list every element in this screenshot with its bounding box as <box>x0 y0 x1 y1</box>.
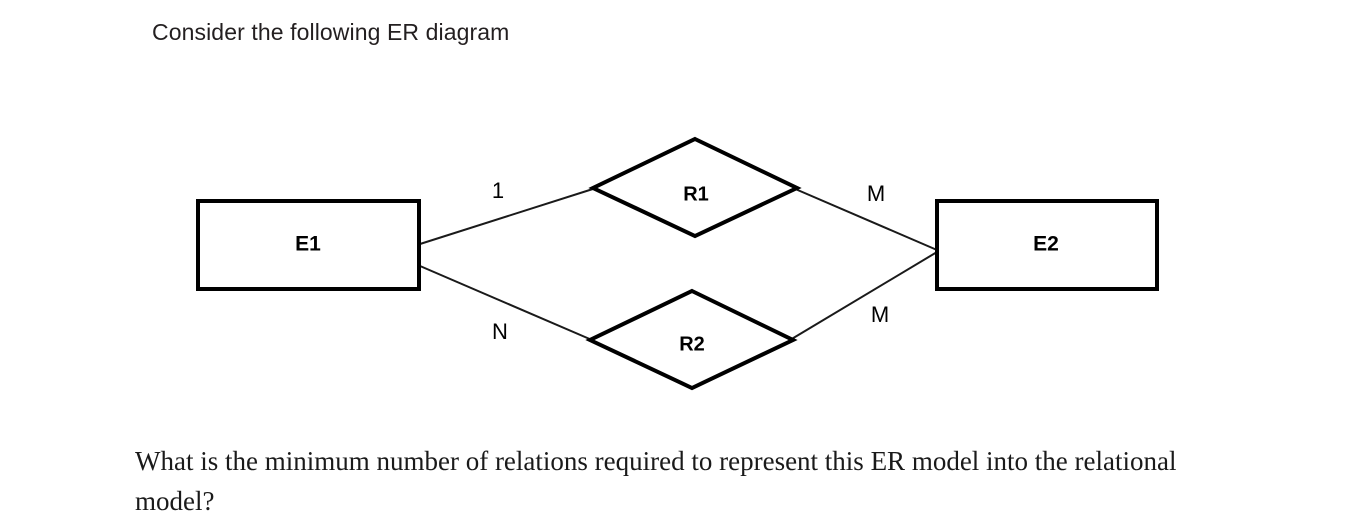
connector-r1-e2 <box>792 187 938 251</box>
relationship-r2[interactable]: R2 <box>585 288 798 391</box>
entity-e2[interactable]: E2 <box>935 199 1159 291</box>
cardinality-r1-e2: M <box>867 181 885 206</box>
relationship-r1-diamond <box>588 136 802 239</box>
connector-lines <box>419 187 938 341</box>
cardinality-r2-e2: M <box>871 302 889 327</box>
question-line-2: model? <box>135 486 215 516</box>
connector-e1-r2 <box>419 265 593 341</box>
page-title: Consider the following ER diagram <box>152 19 510 45</box>
question-block: What is the minimum number of relations … <box>135 441 1365 521</box>
entity-e1-box <box>196 199 421 291</box>
entity-e1-label: E1 <box>295 233 321 256</box>
connector-r2-e2 <box>789 251 938 341</box>
question-line-1: What is the minimum number of relations … <box>135 446 1177 476</box>
cardinality-e1-r2: N <box>492 319 508 344</box>
entity-e1[interactable]: E1 <box>196 199 421 291</box>
cardinality-e1-r1: 1 <box>492 178 504 203</box>
entity-e2-label: E2 <box>1033 233 1059 256</box>
relationship-r1-label: R1 <box>683 183 709 205</box>
cardinality-labels: 1 M N M <box>492 178 889 344</box>
er-diagram: E1 E2 R1 R2 1 M N M <box>196 136 1159 391</box>
connector-e1-r1 <box>419 187 597 245</box>
relationship-r2-diamond <box>585 288 798 391</box>
relationship-r2-label: R2 <box>679 333 705 355</box>
entity-e2-box <box>935 199 1159 291</box>
relationship-r1[interactable]: R1 <box>588 136 802 239</box>
